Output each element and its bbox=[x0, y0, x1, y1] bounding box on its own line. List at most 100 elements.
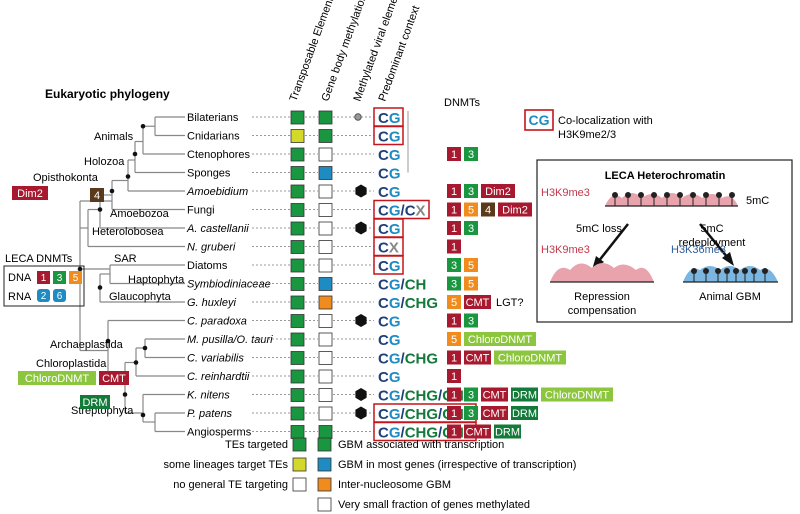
te-square bbox=[290, 314, 305, 328]
gbm-square bbox=[318, 258, 333, 273]
dnmt-badge bbox=[447, 276, 461, 291]
taxon-name: Angiosperms bbox=[187, 427, 252, 439]
clade-amoebozoa: Amoebozoa bbox=[110, 208, 170, 220]
tree-node bbox=[132, 151, 138, 157]
leca-rna-label: RNA bbox=[8, 291, 32, 303]
tree-node bbox=[125, 174, 131, 179]
dnmt-badge bbox=[447, 350, 461, 365]
context-part: / bbox=[401, 425, 406, 442]
dnmt-badge bbox=[447, 221, 461, 235]
arrow-right-label-1: 5mC bbox=[700, 223, 723, 235]
te-square bbox=[290, 166, 305, 180]
context-g: G bbox=[389, 203, 401, 220]
taxon-name: Fungi bbox=[187, 205, 215, 217]
context-part: CG bbox=[378, 166, 401, 183]
leca-rna-badge-label: 2 bbox=[41, 291, 47, 302]
dnmt-badge-label: 1 bbox=[451, 242, 457, 254]
te-square bbox=[290, 425, 305, 439]
te-square bbox=[290, 406, 305, 421]
leca-dna-badge-label: 5 bbox=[73, 273, 79, 284]
gbm-square bbox=[318, 332, 333, 347]
dnmt-badge-label: 5 bbox=[451, 334, 457, 346]
context-g: G bbox=[389, 351, 401, 368]
dnmt-badge-label: 3 bbox=[468, 149, 474, 161]
dnmt-badge-label: CMT bbox=[483, 390, 507, 402]
dnmt-badge-label: CMT bbox=[466, 353, 490, 365]
context-c: C bbox=[378, 295, 389, 312]
te-square bbox=[290, 351, 305, 365]
context-c: C bbox=[405, 203, 416, 220]
context-part: CG bbox=[378, 203, 401, 220]
legend-left-label: TEs targeted bbox=[225, 439, 288, 451]
context-c: C bbox=[378, 166, 389, 183]
context-part: CG bbox=[378, 351, 401, 368]
dnmt-badge bbox=[464, 221, 478, 235]
dnmt-badge bbox=[464, 313, 478, 328]
right-5mc-lollipops bbox=[691, 268, 768, 282]
context-c: C bbox=[378, 351, 389, 368]
leca-rna-badge bbox=[37, 289, 50, 302]
gbm-square bbox=[318, 129, 333, 143]
gbm-square bbox=[318, 184, 333, 199]
legend-left-swatch bbox=[292, 457, 307, 472]
context-part: / bbox=[401, 203, 406, 220]
arrow-right-head bbox=[722, 252, 734, 266]
top-h3k9me3-label: H3K9me3 bbox=[541, 187, 590, 199]
dnmt-badge bbox=[464, 406, 478, 420]
tree-node bbox=[140, 412, 146, 418]
context-g: G bbox=[389, 369, 401, 386]
dnmt-badge bbox=[464, 276, 478, 291]
lollipop-5mc bbox=[625, 192, 631, 198]
colocalization-box bbox=[373, 125, 404, 146]
dnmt-badge bbox=[447, 369, 461, 383]
phylogeny-tree bbox=[77, 116, 185, 433]
te-square bbox=[290, 147, 305, 162]
lollipop-5mc bbox=[690, 192, 696, 198]
context-g: G bbox=[389, 295, 401, 312]
dnmt-badge bbox=[464, 258, 478, 272]
leca-dna-label: DNA bbox=[8, 272, 32, 284]
context-part: CG bbox=[378, 295, 401, 312]
coloc-symbol: CG bbox=[529, 112, 550, 128]
dnmt-badge bbox=[447, 313, 461, 328]
context-part: CH bbox=[405, 277, 427, 294]
dnmt-badge-label: Dim2 bbox=[502, 205, 528, 217]
lollipop-5mc bbox=[724, 268, 730, 274]
te-square bbox=[290, 221, 305, 236]
context-label: CG bbox=[378, 332, 401, 349]
te-square bbox=[290, 110, 305, 125]
dnmt-badge-label: 5 bbox=[451, 297, 457, 309]
context-g: G bbox=[389, 221, 401, 238]
lollipop-5mc bbox=[733, 268, 739, 274]
tree-node bbox=[109, 188, 115, 194]
viral-dot-icon bbox=[354, 113, 362, 121]
leca-dnmts-title: LECA DNMTs bbox=[5, 253, 73, 265]
context-part: CG bbox=[378, 221, 401, 238]
context-part: CG bbox=[378, 314, 401, 331]
taxon-name: Bilaterians bbox=[187, 112, 239, 124]
context-part: CX bbox=[405, 203, 426, 220]
dnmt-badge bbox=[464, 350, 491, 365]
lollipop-5mc bbox=[762, 268, 768, 274]
dnmt-badge-label: 1 bbox=[451, 353, 457, 365]
context-part: CHG bbox=[405, 425, 438, 442]
lollipop-5mc bbox=[638, 192, 644, 198]
context-part: CG bbox=[378, 258, 401, 275]
leca-rna-badge-label: 6 bbox=[57, 291, 63, 302]
legend-right-label: Very small fraction of genes methylated bbox=[338, 499, 530, 511]
gbm-square bbox=[318, 110, 333, 125]
context-c: C bbox=[378, 258, 389, 275]
dnmt-badge bbox=[447, 258, 461, 272]
context-part: CHG bbox=[405, 388, 438, 405]
context-c: C bbox=[378, 129, 389, 146]
lollipop-5mc bbox=[664, 192, 670, 198]
dnmt-badge bbox=[464, 295, 491, 309]
right-caption: Animal GBM bbox=[699, 291, 761, 303]
